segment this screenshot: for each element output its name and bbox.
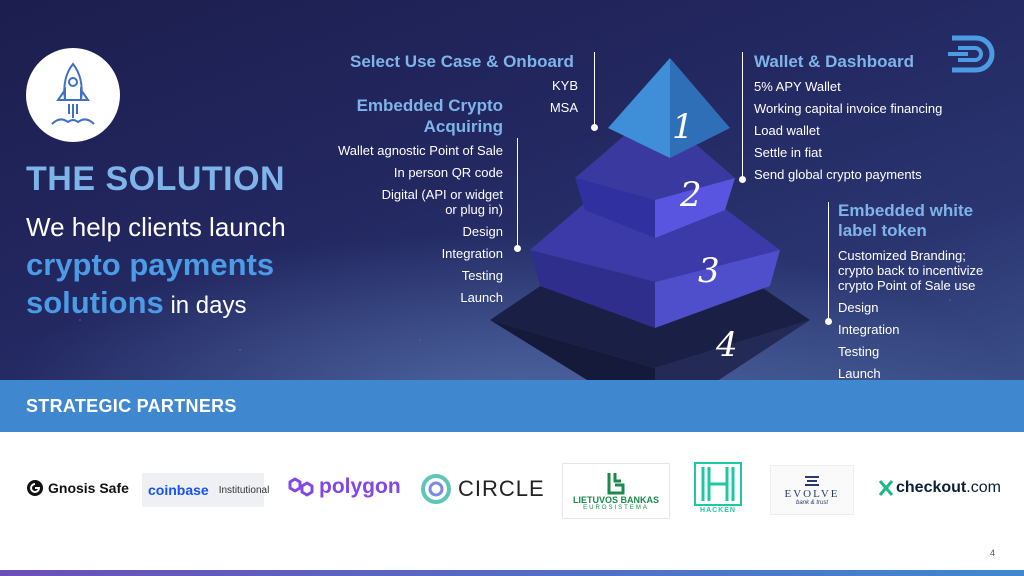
tier-3-number: 3 bbox=[698, 251, 720, 291]
lietuvos-sub: EUROSISTEMA bbox=[583, 505, 649, 511]
brand-logo-icon bbox=[948, 35, 995, 73]
lietuvos-icon bbox=[607, 473, 625, 495]
left-top-heading: Select Use Case & Onboard bbox=[350, 52, 574, 71]
right-top-item-3: Load wallet bbox=[754, 123, 820, 138]
logo-checkout: checkout .com bbox=[878, 479, 1001, 497]
rocket-badge bbox=[26, 48, 120, 142]
tier-2-left bbox=[575, 178, 655, 238]
hacken-text: HACKEN bbox=[700, 507, 736, 514]
left-mid-item-2: In person QR code bbox=[393, 165, 503, 180]
left-mid-item-7: Testing bbox=[461, 268, 503, 283]
checkout-tld: .com bbox=[966, 479, 1001, 496]
right-bottom-item-7: Launch bbox=[838, 366, 881, 381]
right-top-item-5: Send global crypto payments bbox=[754, 167, 922, 182]
logo-gnosis-safe: Gnosis Safe bbox=[26, 479, 129, 497]
tier-2-number: 2 bbox=[679, 175, 702, 215]
evolve-icon bbox=[805, 476, 819, 486]
hero-section bbox=[0, 0, 1024, 390]
logo-evolve: EVOLVE bank & trust bbox=[770, 465, 854, 515]
left-mid-item-5: Design bbox=[462, 224, 503, 239]
partners-bar: STRATEGIC PARTNERS bbox=[0, 380, 1024, 432]
tier-1-number: 1 bbox=[672, 107, 694, 147]
logo-coinbase: coinbase Institutional bbox=[142, 473, 269, 507]
logo-lietuvos-bankas: LIETUVOS BANKAS EUROSISTEMA bbox=[562, 463, 670, 519]
right-bottom-item-6: Testing bbox=[838, 344, 880, 359]
tier-2-right bbox=[655, 178, 735, 238]
bottom-accent-line bbox=[0, 570, 1024, 576]
right-bottom-heading-1: Embedded white bbox=[838, 201, 974, 220]
gnosis-text: Gnosis Safe bbox=[48, 480, 129, 496]
partner-logos: Gnosis Safe coinbase Institutional polyg… bbox=[0, 455, 1024, 525]
circle-icon bbox=[421, 474, 451, 504]
right-bottom-item-1: Customized Branding; bbox=[838, 248, 966, 263]
leader-line-right-bottom bbox=[828, 202, 829, 320]
left-mid-item-1: Wallet agnostic Point of Sale bbox=[338, 143, 503, 158]
leader-line-right-top bbox=[742, 52, 743, 178]
rocket-icon bbox=[51, 62, 95, 125]
right-bottom-item-5: Integration bbox=[838, 322, 900, 337]
logo-circle: CIRCLE bbox=[420, 473, 545, 505]
tier-3-right bbox=[655, 250, 780, 328]
leader-dot-right-top bbox=[739, 176, 746, 183]
logo-polygon: polygon bbox=[287, 475, 401, 499]
solution-subtitle: We help clients launch crypto payments s… bbox=[26, 208, 346, 325]
right-top-item-4: Settle in fiat bbox=[754, 145, 822, 160]
right-bottom-item-2: crypto back to incentivize bbox=[838, 263, 984, 278]
tier-1-right bbox=[670, 58, 730, 158]
coinbase-sub: Institutional bbox=[218, 484, 270, 496]
left-top-item-1: KYB bbox=[551, 78, 578, 93]
right-top-item-2: Working capital invoice financing bbox=[754, 101, 943, 116]
left-mid-item-4: or plug in) bbox=[445, 202, 503, 217]
coinbase-text: coinbase bbox=[148, 482, 209, 498]
evolve-text: EVOLVE bbox=[784, 488, 840, 500]
gnosis-icon bbox=[27, 480, 43, 496]
left-mid-item-3: Digital (API or widget bbox=[381, 187, 503, 202]
subtitle-line-3: solutions in days bbox=[26, 284, 346, 325]
subtitle-rest: in days bbox=[163, 292, 247, 319]
right-bottom-item-3: crypto Point of Sale use bbox=[838, 278, 976, 293]
checkout-text: checkout bbox=[896, 479, 967, 496]
partners-title: STRATEGIC PARTNERS bbox=[26, 396, 237, 416]
leader-dot-left-mid bbox=[514, 245, 521, 252]
left-mid-item-8: Launch bbox=[460, 290, 503, 305]
leader-dot-right-bottom bbox=[825, 318, 832, 325]
subtitle-line-1: We help clients launch bbox=[26, 212, 286, 242]
left-mid-heading-1: Embedded Crypto bbox=[356, 96, 503, 115]
polygon-icon bbox=[288, 477, 314, 497]
tier-4-number: 4 bbox=[715, 325, 738, 365]
circle-text: CIRCLE bbox=[458, 476, 545, 501]
leader-line-left-mid bbox=[517, 138, 518, 248]
subtitle-highlight: crypto payments bbox=[26, 247, 275, 282]
left-mid-item-6: Integration bbox=[441, 246, 503, 261]
leader-dot-left-top bbox=[591, 124, 598, 131]
left-mid-heading-2: Acquiring bbox=[423, 117, 503, 136]
evolve-sub: bank & trust bbox=[795, 500, 828, 506]
polygon-text: polygon bbox=[319, 475, 401, 498]
left-top-item-2: MSA bbox=[549, 100, 578, 115]
right-top-heading: Wallet & Dashboard bbox=[754, 52, 914, 71]
tier-2-top bbox=[575, 135, 735, 200]
page-number: 4 bbox=[990, 548, 996, 558]
leader-line-left-top bbox=[594, 52, 595, 126]
logo-hacken: HACKEN bbox=[692, 461, 744, 521]
right-bottom-item-4: Design bbox=[838, 300, 879, 315]
hacken-icon bbox=[694, 462, 742, 506]
solution-title: THE SOLUTION bbox=[26, 160, 286, 198]
right-top-item-1: 5% APY Wallet bbox=[754, 79, 841, 94]
tier-1-left bbox=[608, 58, 670, 158]
right-bottom-heading-2: label token bbox=[838, 221, 927, 240]
checkout-icon bbox=[878, 480, 894, 496]
tier-3-left bbox=[530, 250, 655, 328]
lietuvos-text: LIETUVOS BANKAS bbox=[572, 495, 659, 505]
subtitle-highlight-2: solutions bbox=[26, 285, 164, 320]
